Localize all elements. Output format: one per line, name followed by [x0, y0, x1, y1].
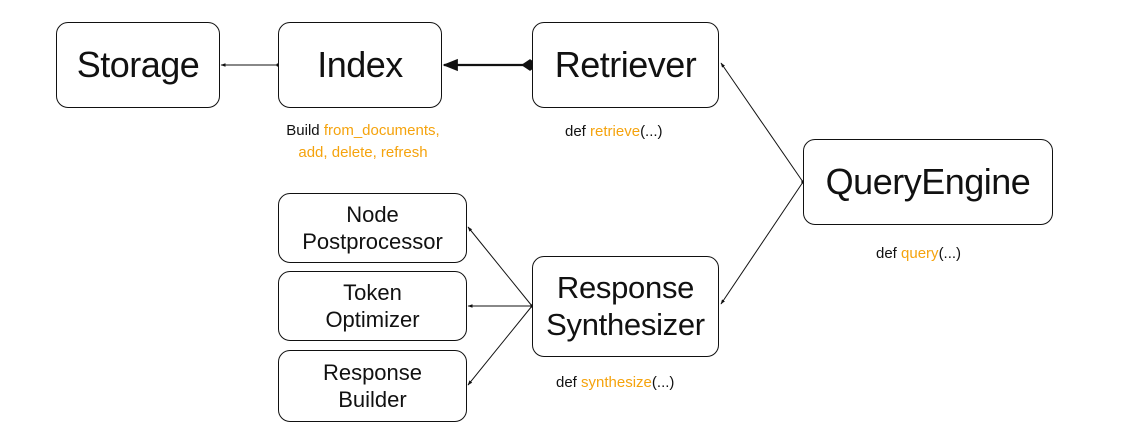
node-postprocessor-label-line-1: Node: [346, 201, 399, 227]
edge-synthesizer-to-response-builder: [467, 304, 534, 386]
index-node: Index: [278, 22, 442, 108]
response-builder-node: Response Builder: [278, 350, 467, 422]
index-caption-prefix: Build: [286, 122, 324, 139]
index-caption-methods-1: from_documents,: [323, 122, 440, 139]
response-synthesizer-label-line-2: Synthesizer: [546, 306, 705, 342]
edge-queryengine-to-retriever: [720, 62, 805, 184]
storage-node: Storage: [56, 22, 220, 108]
node-postprocessor-node: Node Postprocessor: [278, 193, 467, 263]
response-builder-label-line-1: Response: [322, 359, 423, 385]
response-synthesizer-caption-prefix: def: [556, 374, 582, 391]
index-caption: Build from_documents, add, delete, refre…: [268, 120, 458, 164]
index-caption-line-1: Build from_documents,: [268, 120, 458, 142]
query-engine-node: QueryEngine: [803, 139, 1053, 225]
retriever-caption-method: retrieve: [590, 123, 641, 140]
storage-label: Storage: [76, 43, 200, 85]
retriever-node: Retriever: [532, 22, 719, 108]
token-optimizer-node: Token Optimizer: [278, 271, 467, 341]
query-engine-caption-suffix: (...): [938, 245, 962, 262]
index-label: Index: [317, 43, 403, 85]
retriever-caption-suffix: (...): [640, 123, 663, 140]
token-optimizer-label-line-1: Token: [343, 279, 402, 305]
query-engine-label: QueryEngine: [825, 160, 1031, 202]
index-caption-methods-2: add, delete, refresh: [298, 143, 428, 161]
response-synthesizer-label-line-1: Response: [556, 269, 695, 305]
response-synthesizer-caption-suffix: (...): [651, 374, 675, 391]
retriever-caption-prefix: def: [565, 123, 591, 140]
retriever-label: Retriever: [554, 43, 697, 85]
edge-queryengine-to-synthesizer: [720, 180, 805, 305]
node-postprocessor-label-line-2: Postprocessor: [302, 229, 443, 254]
query-engine-caption-prefix: def: [876, 245, 902, 262]
response-synthesizer-caption-method: synthesize: [581, 374, 652, 391]
query-engine-caption: def query(...): [876, 243, 961, 265]
edge-synthesizer-to-node-postprocessor: [467, 226, 534, 308]
response-synthesizer-caption: def synthesize(...): [556, 372, 674, 394]
response-synthesizer-node: Response Synthesizer: [532, 256, 719, 357]
query-engine-caption-method: query: [901, 245, 939, 262]
response-builder-label-line-2: Builder: [338, 387, 407, 412]
retriever-caption: def retrieve(...): [565, 121, 663, 143]
token-optimizer-label-line-2: Optimizer: [325, 307, 420, 332]
